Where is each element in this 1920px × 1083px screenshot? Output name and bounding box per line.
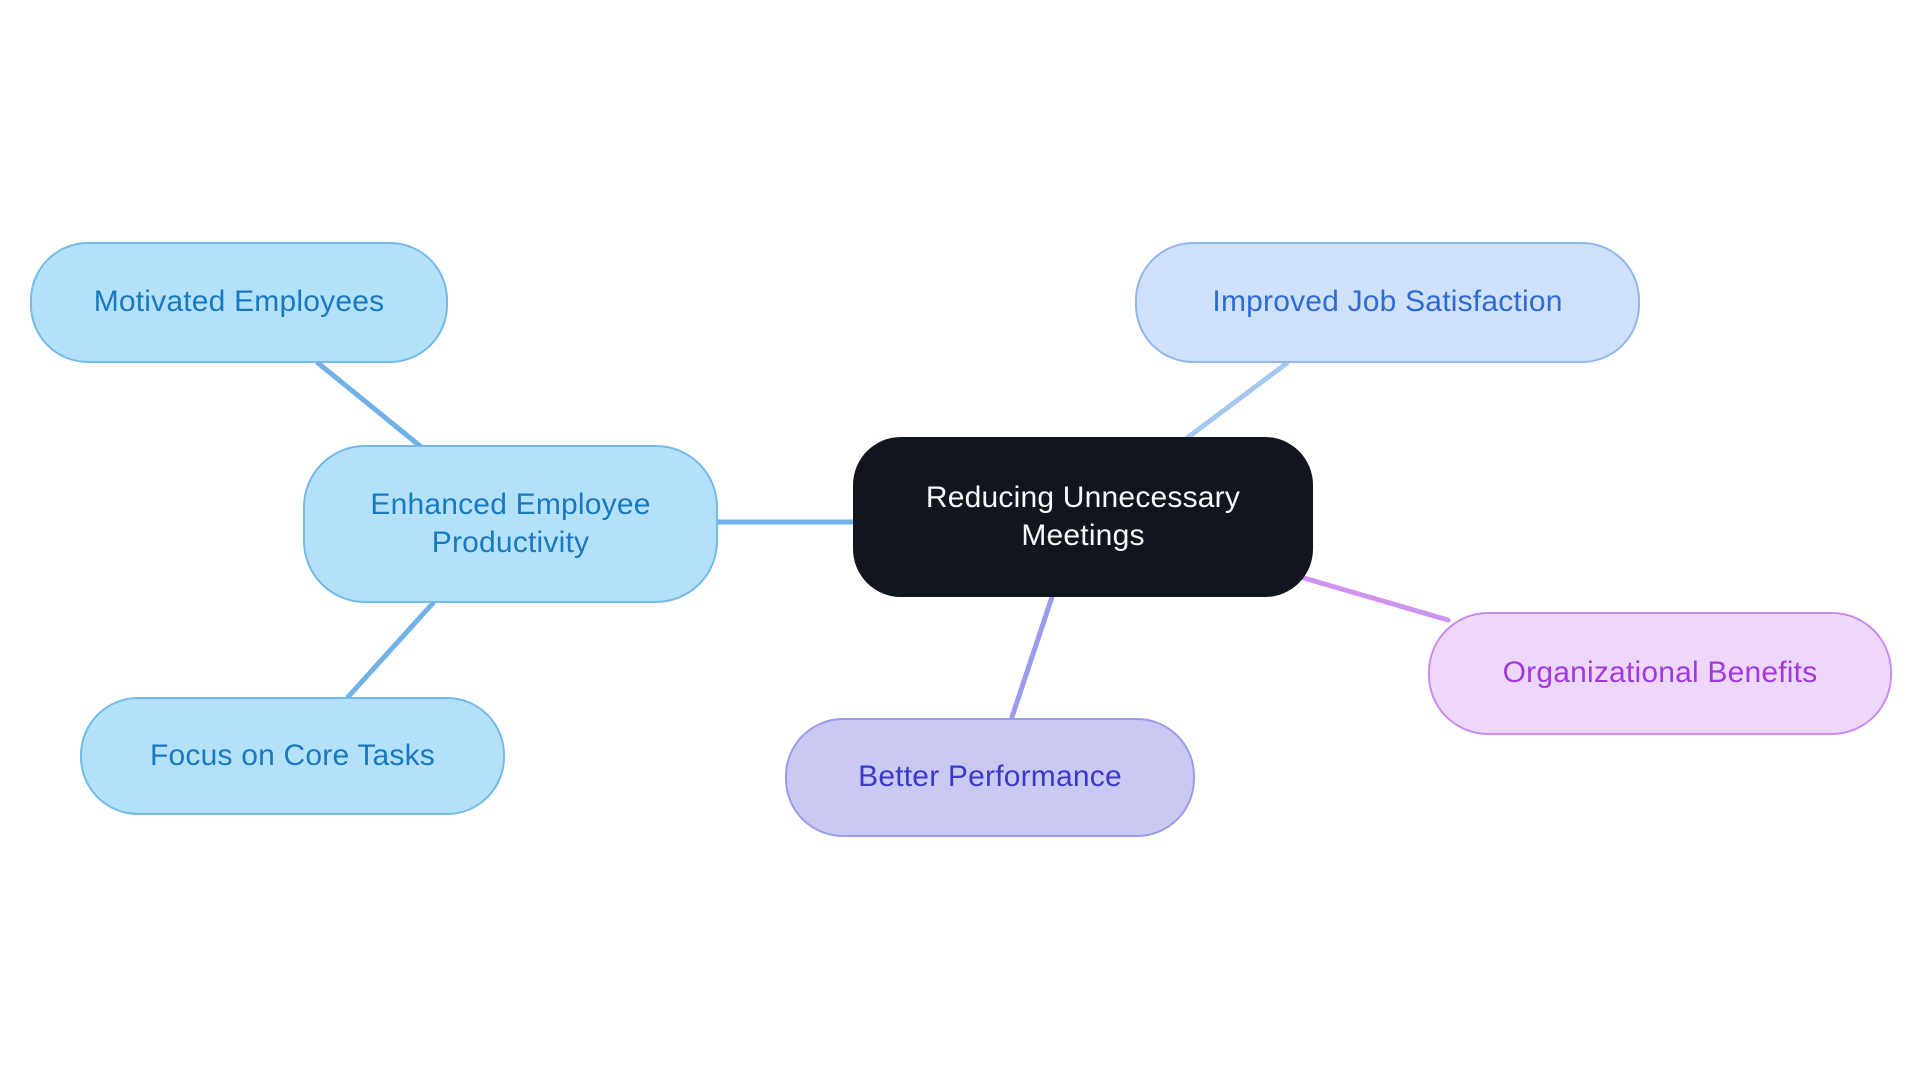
edge-enhanced-to-motivated: [315, 360, 423, 449]
branch-label-motivated-employees: Motivated Employees: [93, 285, 385, 319]
branch-label-enhanced-employee-productivity: Enhanced Employee Productivity: [370, 487, 651, 559]
branch-label-organizational-benefits: Organizational Benefits: [1502, 656, 1818, 690]
edge-root-to-organizational: [1294, 573, 1451, 623]
edge-enhanced-to-focus: [345, 600, 436, 700]
branch-node-better-performance[interactable]: Better Performance: [785, 718, 1195, 837]
branch-label-focus-on-core-tasks: Focus on Core Tasks: [149, 738, 436, 772]
edge-root-to-improved: [1184, 360, 1290, 441]
central-topic-node[interactable]: Reducing Unnecessary Meetings: [853, 437, 1313, 597]
branch-node-enhanced-employee-productivity[interactable]: Enhanced Employee Productivity: [303, 445, 718, 603]
branch-label-improved-job-satisfaction: Improved Job Satisfaction: [1212, 285, 1563, 319]
branch-node-focus-on-core-tasks[interactable]: Focus on Core Tasks: [80, 697, 505, 815]
branch-label-better-performance: Better Performance: [858, 760, 1122, 794]
branch-node-improved-job-satisfaction[interactable]: Improved Job Satisfaction: [1135, 242, 1640, 363]
central-topic-label: Reducing Unnecessary Meetings: [925, 480, 1241, 552]
branch-node-motivated-employees[interactable]: Motivated Employees: [30, 242, 448, 363]
branch-node-organizational-benefits[interactable]: Organizational Benefits: [1428, 612, 1892, 735]
edge-root-to-better: [1009, 594, 1055, 720]
